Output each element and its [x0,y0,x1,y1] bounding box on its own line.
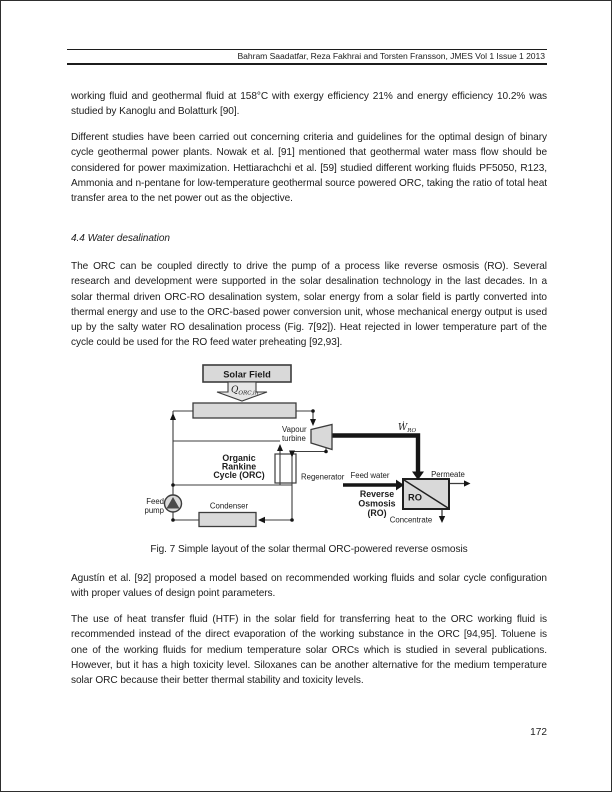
solar-field-label: Solar Field [223,370,271,380]
header-rule-top [67,49,547,50]
figure-7-diagram: Solar Field QORC,in Vapour turbine ẆRO O… [141,361,481,543]
regenerator-label: Regenerator [301,473,345,482]
header-rule-bottom [67,63,547,65]
q-orc-in-label: QORC,in [231,386,259,397]
feed-water-label: Feed water [350,471,389,480]
orc-label-line3: Cycle (ORC) [213,470,264,480]
figure-caption: Fig. 7 Simple layout of the solar therma… [150,544,468,555]
vapour-turbine-label-line1: Vapour [282,425,307,434]
condenser-label: Condenser [210,502,249,511]
feed-pump-label-line2: pump [144,506,164,515]
feed-pump-impeller-icon [166,497,180,509]
orc-label-line1: Organic [222,453,255,463]
orc-label-line2: Rankine [222,462,256,472]
orc-ro-schematic: Solar Field QORC,in Vapour turbine ẆRO O… [144,364,471,528]
feed-pump-label-line1: Feed [146,497,164,506]
paragraph-agustin: Agustín et al. [92] proposed a model bas… [71,573,547,600]
concentrate-label: Concentrate [390,516,432,525]
section-heading-water-desalination: 4.4 Water desalination [71,233,170,244]
paragraph-different-studies: Different studies have been carried out … [71,132,547,205]
work-line-to-ro [332,433,421,473]
paragraph-working-fluid: working fluid and geothermal fluid at 15… [71,91,547,118]
evaporator-box [192,402,297,419]
reverse-osmosis-label-line2: Osmosis [358,499,395,509]
regenerator-box [274,453,297,484]
paragraph-htf: The use of heat transfer fluid (HTF) in … [71,614,547,687]
heat-input-block-arrow [216,381,268,402]
pipe-junction-dots [171,409,328,522]
turbine-shape [310,423,333,451]
vapour-turbine-label-line2: turbine [282,434,306,443]
journal-header: Bahram Saadatfar, Reza Fakhrai and Torst… [237,51,546,61]
page-number: 172 [530,727,547,738]
reverse-osmosis-label-line1: Reverse [360,489,394,499]
ro-box-label: RO [408,493,422,503]
ro-membrane-diagonal [403,479,449,509]
condenser-box [198,511,257,528]
reverse-osmosis-label-line3: (RO) [367,508,386,518]
w-ro-label: ẆRO [398,421,416,434]
flow-arrowheads [170,413,471,524]
permeate-label: Permeate [431,470,465,479]
paragraph-orc-coupled: The ORC can be coupled directly to drive… [71,261,547,349]
